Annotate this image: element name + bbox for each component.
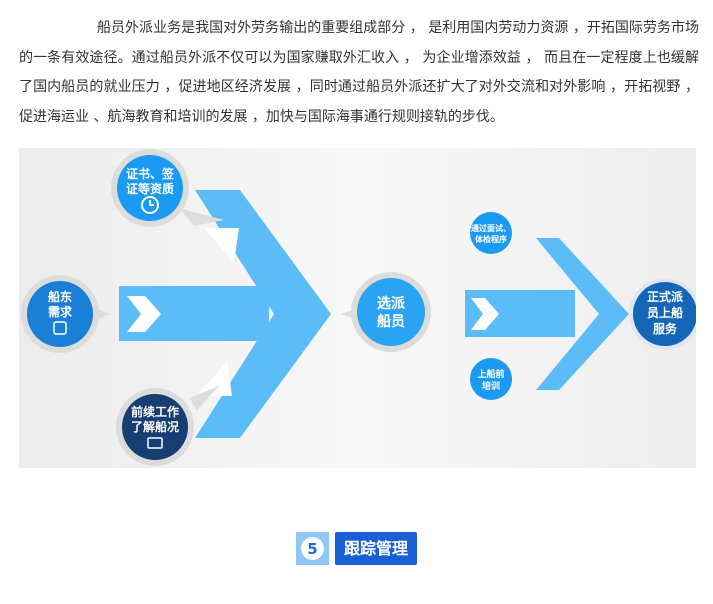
svg-text:上船前: 上船前 [477,368,504,380]
svg-text:选派: 选派 [377,295,406,312]
tv-icon [147,437,163,449]
svg-text:船东: 船东 [48,289,72,304]
svg-text:船员: 船员 [377,313,405,330]
node-certificates: 证书、签 证等资质 [111,149,224,227]
node-prior-work: 前续工作 了解船况 [116,386,219,466]
intro-text: 船员外派业务是我国对外劳务输出的重要组成部分 ， 是利用国内劳动力资源 ，开拓国… [19,20,699,125]
svg-text:了解船况: 了解船况 [131,419,179,434]
svg-text:证书、签: 证书、签 [126,166,175,181]
section-title: 跟踪管理 [335,532,418,565]
svg-text:通过面试、: 通过面试、 [471,223,511,233]
svg-text:员上船: 员上船 [647,305,683,320]
svg-text:正式派: 正式派 [647,289,684,304]
node-interview: 通过面试、 体检程序 [470,212,512,254]
crew-dispatch-process-diagram: 证书、签 证等资质 船东 需求 前续工作 了解船况 选派 船员 通过面试、 体检… [19,148,696,468]
node-select-crew: 选派 船员 [341,272,431,352]
svg-text:前续工作: 前续工作 [131,404,179,419]
hand-pointer-icon [53,321,67,335]
svg-text:服务: 服务 [653,321,678,336]
node-dispatch: 正式派 员上船 服务 [629,278,696,350]
secondary-arrow [465,238,629,390]
svg-text:证等资质: 证等资质 [126,181,174,196]
section-number-badge: 5 [296,532,329,565]
main-arrow [119,190,331,438]
clock-icon [141,196,159,214]
node-training: 上船前 培训 [470,358,512,400]
section-heading: 5 跟踪管理 [296,532,418,565]
svg-text:培训: 培训 [482,380,500,392]
svg-text:体检程序: 体检程序 [475,234,507,244]
node-owner-demand: 船东 需求 [21,275,111,353]
intro-paragraph: 船员外派业务是我国对外劳务输出的重要组成部分 ， 是利用国内劳动力资源 ，开拓国… [19,14,699,132]
svg-text:需求: 需求 [48,304,73,319]
